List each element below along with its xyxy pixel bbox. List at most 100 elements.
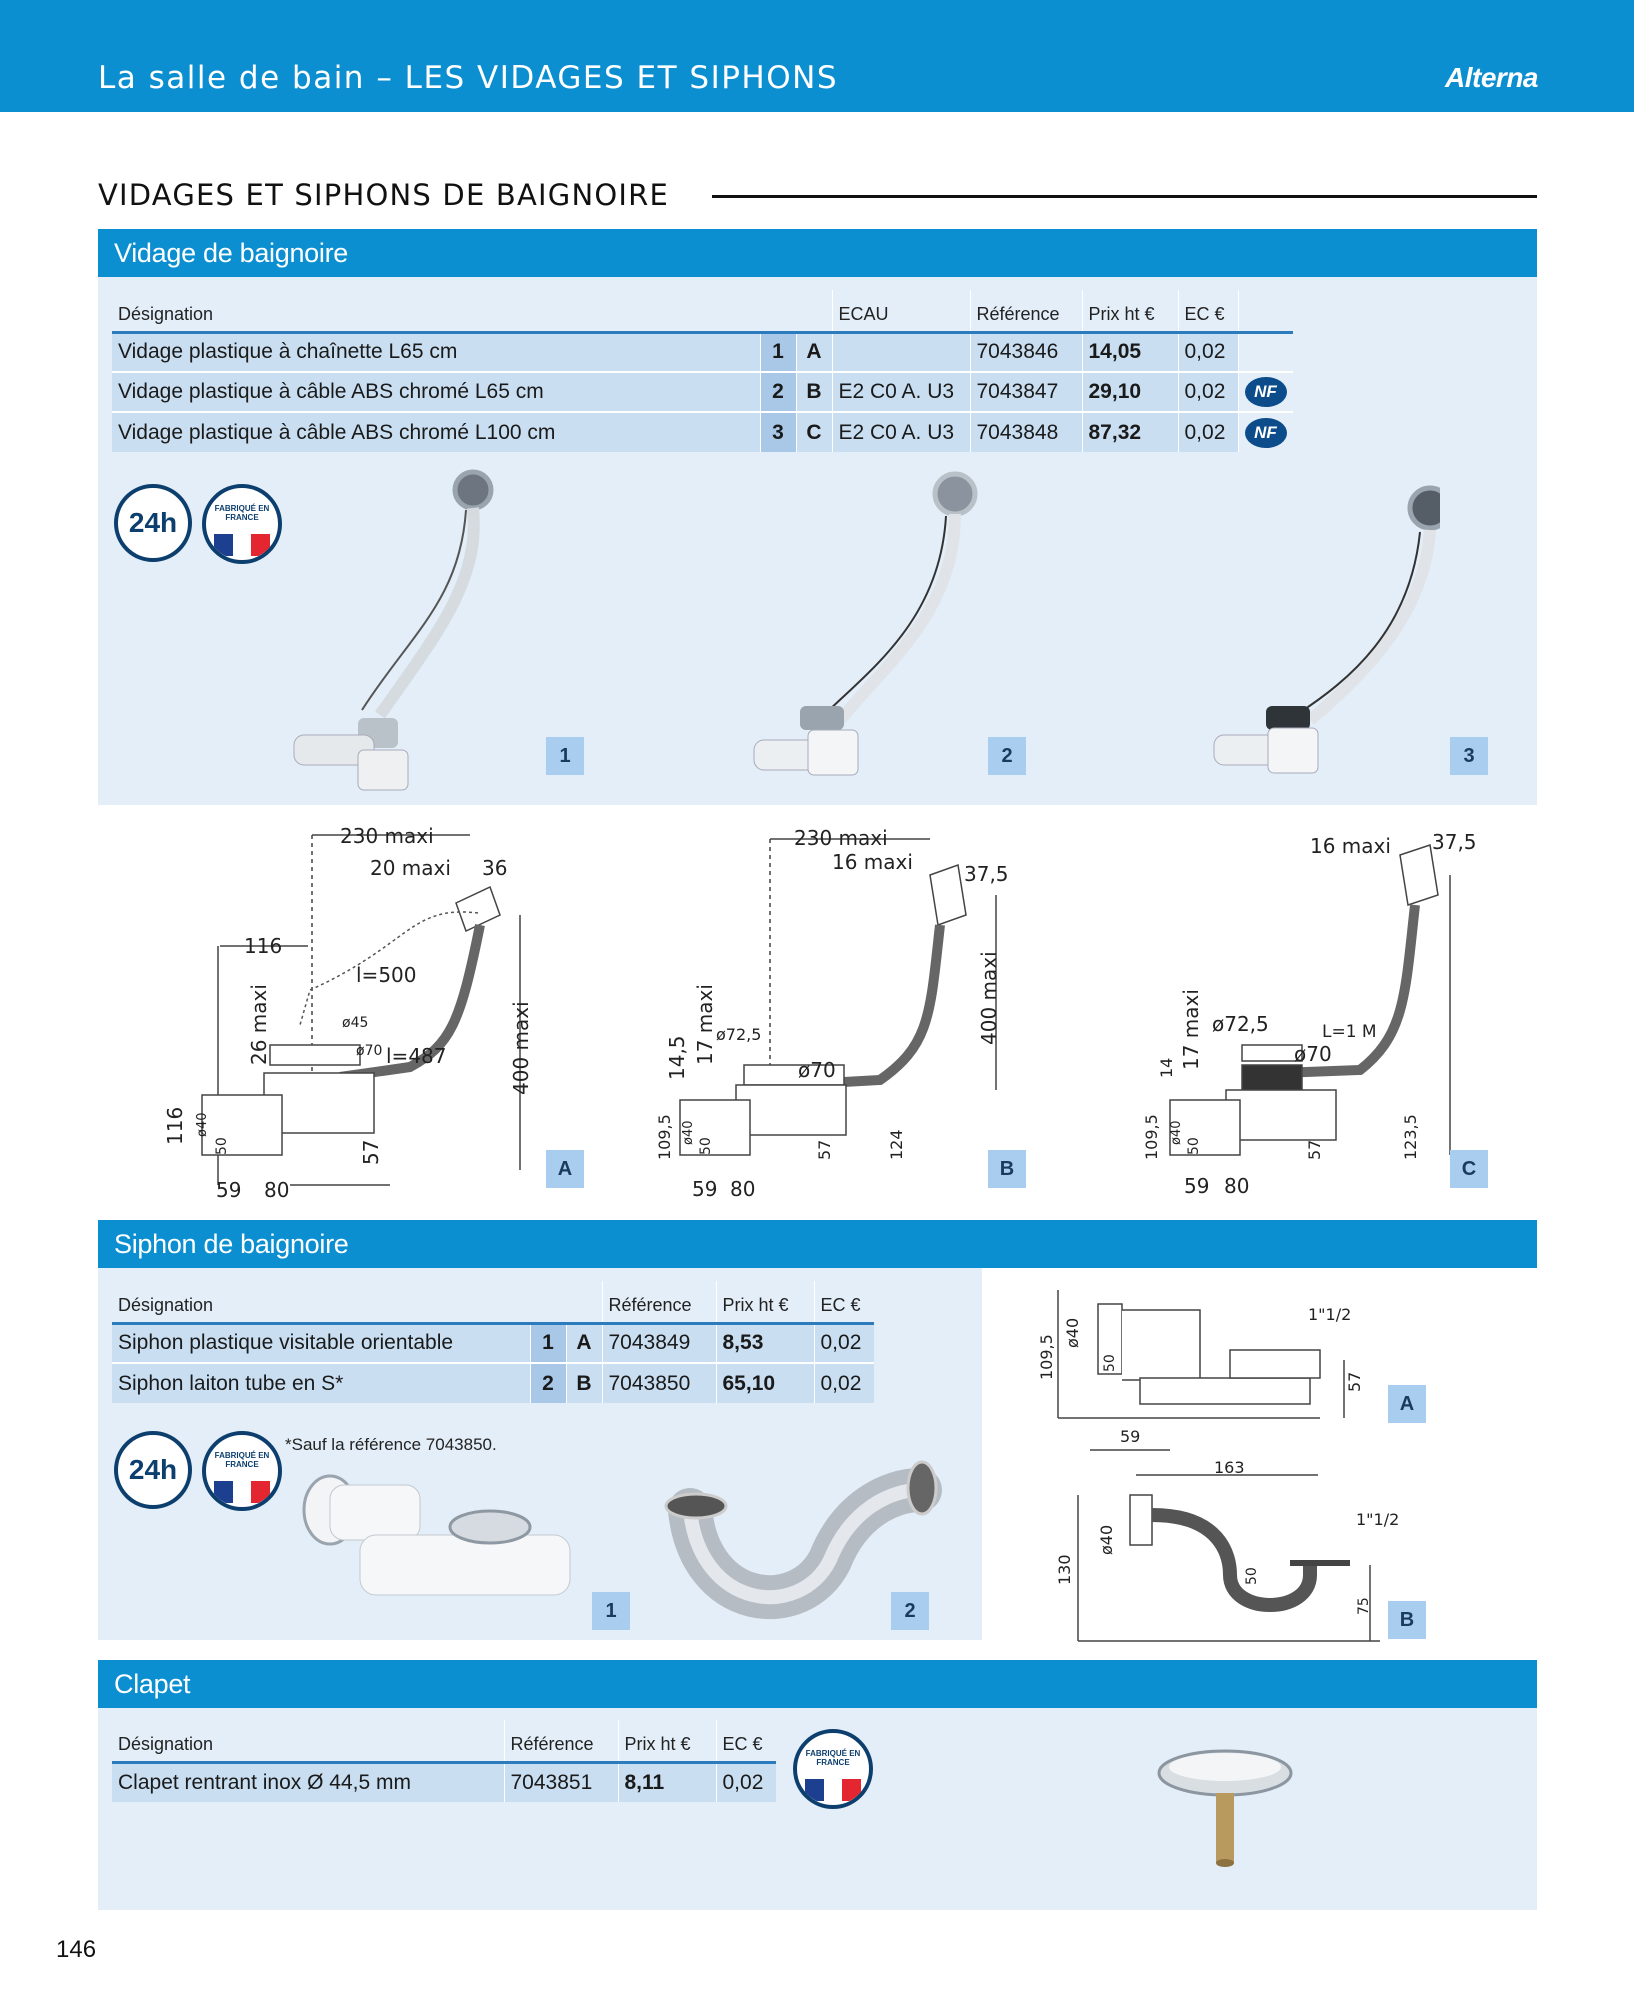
dim-label: 59 bbox=[216, 1178, 241, 1202]
24h-delivery-icon: 24h bbox=[114, 1431, 192, 1509]
col-prix: Prix ht € bbox=[1081, 290, 1178, 332]
table-row: Siphon plastique visitable orientable 1 … bbox=[112, 1321, 874, 1363]
dim-label: ø40 bbox=[1169, 1121, 1184, 1146]
dim-label: ø40 bbox=[1097, 1525, 1116, 1555]
dim-label: 37,5 bbox=[964, 862, 1009, 886]
dim-label: 57 bbox=[1305, 1140, 1324, 1160]
24h-delivery-icon: 24h bbox=[114, 484, 192, 562]
dim-label: ø40 bbox=[681, 1121, 696, 1146]
footnote: *Sauf la référence 7043850. bbox=[285, 1435, 497, 1454]
dim-label: 26 maxi bbox=[247, 984, 271, 1065]
dim-label: 80 bbox=[1224, 1174, 1249, 1198]
dim-label: l=500 bbox=[356, 963, 417, 987]
dim-label: 20 maxi bbox=[370, 856, 451, 880]
dim-label: 16 maxi bbox=[1310, 834, 1391, 858]
nf-mark-icon: NF bbox=[1244, 377, 1287, 407]
siphon-band: Siphon de baignoire bbox=[98, 1220, 1537, 1268]
dim-label: ø45 bbox=[342, 1015, 368, 1031]
dim-label: 116 bbox=[163, 1107, 187, 1145]
dim-label: ø70 bbox=[356, 1043, 382, 1059]
dim-label: 230 maxi bbox=[794, 826, 888, 850]
dim-label: 130 bbox=[1055, 1554, 1074, 1585]
dim-label: 50 bbox=[1186, 1137, 1202, 1155]
dim-label: 50 bbox=[698, 1137, 714, 1155]
dim-label: 16 maxi bbox=[832, 850, 913, 874]
diagram-tag: B bbox=[1388, 1601, 1426, 1639]
dim-label: 75 bbox=[1356, 1597, 1372, 1615]
dim-label: 59 bbox=[1184, 1174, 1209, 1198]
col-ecau: ECAU bbox=[831, 290, 970, 332]
dim-label: 57 bbox=[359, 1140, 383, 1165]
dim-label: L=1 M bbox=[1322, 1022, 1377, 1042]
diagram-tag: C bbox=[1450, 1150, 1488, 1188]
dim-label: 1"1/2 bbox=[1308, 1305, 1351, 1324]
dim-label: 109,5 bbox=[1037, 1334, 1056, 1380]
dim-label: 400 maxi bbox=[509, 1001, 533, 1095]
dim-label: 109,5 bbox=[1142, 1114, 1161, 1160]
page-number: 146 bbox=[56, 1936, 97, 1963]
vidage-photo-1 bbox=[293, 469, 494, 791]
dim-label: ø40 bbox=[1063, 1318, 1082, 1348]
dim-label: 57 bbox=[815, 1140, 834, 1160]
dim-label: l=487 bbox=[386, 1044, 447, 1068]
dim-label: 230 maxi bbox=[340, 824, 434, 848]
dim-label: 163 bbox=[1214, 1458, 1245, 1477]
col-ec: EC € bbox=[1177, 290, 1238, 332]
photo-tag: 2 bbox=[988, 737, 1026, 775]
nf-mark-icon: NF bbox=[1244, 417, 1287, 448]
vidage-diagram-b: 230 maxi 16 maxi 37,5 400 maxi 17 maxi 1… bbox=[655, 826, 1009, 1201]
made-in-france-icon: FABRIQUÉ EN FRANCE bbox=[202, 1431, 282, 1511]
dim-label: 123,5 bbox=[1401, 1114, 1420, 1160]
brand-logo: Alterna bbox=[1445, 62, 1538, 93]
dim-label: 37,5 bbox=[1432, 830, 1477, 854]
dim-label: 50 bbox=[214, 1137, 230, 1155]
diagram-tag: A bbox=[546, 1150, 584, 1188]
vidage-photo-2 bbox=[753, 471, 978, 776]
header-bar: La salle de bain – LES VIDAGES ET SIPHON… bbox=[0, 0, 1634, 112]
siphon-photo-2 bbox=[664, 1460, 942, 1620]
dim-label: ø72,5 bbox=[716, 1025, 761, 1044]
dim-label: 50 bbox=[1244, 1567, 1260, 1585]
siphon-table: Désignation Référence Prix ht € EC € Sip… bbox=[112, 1281, 874, 1403]
section-rule bbox=[712, 195, 1537, 198]
dim-label: ø70 bbox=[1294, 1042, 1332, 1066]
siphon-photo-1 bbox=[302, 1474, 571, 1596]
dim-label: 14,5 bbox=[665, 1035, 689, 1080]
photo-tag: 3 bbox=[1450, 737, 1488, 775]
clapet-photo bbox=[1157, 1749, 1293, 1867]
vidage-photo-3 bbox=[1213, 485, 1440, 774]
clapet-table: Désignation Référence Prix ht € EC € Cla… bbox=[112, 1720, 776, 1802]
table-row: Siphon laiton tube en S* 2 B 7043850 65,… bbox=[112, 1362, 874, 1403]
table-row: Vidage plastique à chaînette L65 cm 1 A … bbox=[112, 330, 1293, 372]
section-title: VIDAGES ET SIPHONS DE BAIGNOIRE bbox=[98, 178, 669, 212]
diagram-tag: A bbox=[1388, 1385, 1426, 1423]
vidage-diagram-c: 16 maxi 37,5 17 maxi 14 ø72,5 ø70 L=1 M … bbox=[1142, 830, 1477, 1198]
siphon-diagram-a: 109,5 ø40 50 1"1/2 57 59 bbox=[1037, 1290, 1364, 1451]
dim-label: 17 maxi bbox=[693, 984, 717, 1065]
page-header-title: La salle de bain – LES VIDAGES ET SIPHON… bbox=[98, 60, 839, 96]
dim-label: 1"1/2 bbox=[1356, 1510, 1399, 1529]
made-in-france-icon: FABRIQUÉ EN FRANCE bbox=[202, 484, 282, 564]
table-row: Vidage plastique à câble ABS chromé L65 … bbox=[112, 371, 1293, 412]
vidage-table: Désignation ECAU Référence Prix ht € EC … bbox=[112, 290, 1293, 452]
table-row: Vidage plastique à câble ABS chromé L100… bbox=[112, 411, 1293, 452]
photo-tag: 2 bbox=[891, 1592, 929, 1630]
dim-label: 80 bbox=[264, 1178, 289, 1202]
dim-label: 124 bbox=[887, 1129, 906, 1160]
vidage-band: Vidage de baignoire bbox=[98, 229, 1537, 277]
dim-label: 17 maxi bbox=[1179, 989, 1203, 1070]
dim-label: 50 bbox=[1102, 1354, 1118, 1372]
clapet-band: Clapet bbox=[98, 1660, 1537, 1708]
dim-label: ø70 bbox=[798, 1058, 836, 1082]
photo-tag: 1 bbox=[592, 1592, 630, 1630]
dim-label: 59 bbox=[692, 1177, 717, 1201]
dim-label: 57 bbox=[1345, 1372, 1364, 1392]
vidage-diagram-a: 230 maxi 20 maxi 36 116 l=500 26 maxi ø4… bbox=[163, 824, 533, 1202]
table-row: Clapet rentrant inox Ø 44,5 mm 7043851 8… bbox=[112, 1760, 776, 1802]
col-reference: Référence bbox=[969, 290, 1082, 332]
dim-label: 59 bbox=[1120, 1427, 1140, 1446]
dim-label: 109,5 bbox=[655, 1114, 674, 1160]
dim-label: 116 bbox=[244, 934, 282, 958]
dim-label: ø72,5 bbox=[1212, 1012, 1269, 1036]
dim-label: 80 bbox=[730, 1177, 755, 1201]
